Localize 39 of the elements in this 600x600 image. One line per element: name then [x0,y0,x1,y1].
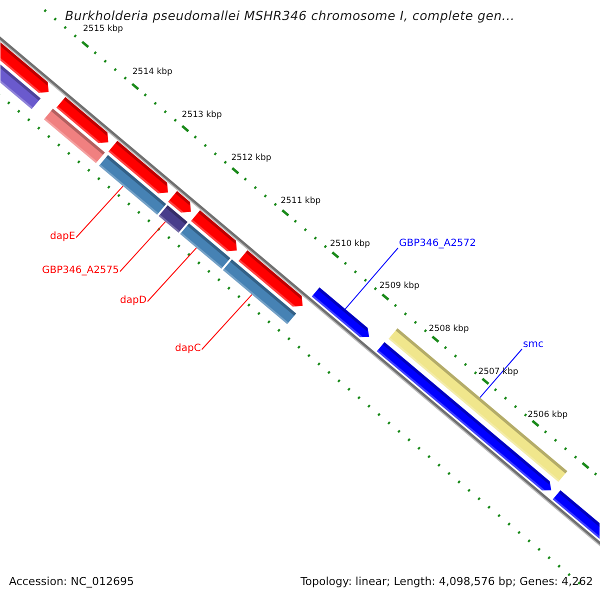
gene-feature [238,250,303,307]
tick-label: 2515 kbp [83,25,124,34]
tick-label: 2511 kbp [280,196,321,206]
gene-label: GBP346_A2575 [42,266,120,276]
tick-label: 2509 kbp [379,282,420,291]
gene-feature [312,287,370,338]
tick-label: 2510 kbp [330,240,370,248]
gene-label: dapC [175,344,201,354]
leader-line [201,294,252,350]
tick-label: 2512 kbp [231,154,272,162]
gene-bar [98,155,166,215]
leader-line [147,247,197,302]
gene-label: GBP346_A2572 [399,239,476,249]
tick-label: 2506 kbp [528,411,568,420]
tick-label: 2514 kbp [132,68,172,76]
gene-feature [108,140,168,194]
gene-feature [0,42,49,93]
gene-bar [180,223,230,269]
gene-bar [158,205,188,233]
gene-feature [376,342,552,490]
gene-label: dapD [120,296,147,306]
gene-label: dapE [50,232,76,242]
title: Burkholderia pseudomallei MSHR346 chromosome I, complete gen... [65,10,515,22]
tick-label: 2513 kbp [182,110,222,120]
gene-feature [552,490,600,539]
gene-label: smc [523,340,544,350]
gene-bar [222,259,296,324]
gene-feature [168,191,191,213]
tick-label: 2508 kbp [428,325,469,334]
leader-line [120,221,166,272]
gene-feature [56,96,108,144]
tick-label: 2507 kbp [478,368,518,377]
leader-line [479,348,522,398]
accession-text: Accession: NC_012695 [9,576,134,587]
gene-feature [191,210,237,252]
gene-bar [0,64,41,110]
genome-info-text: Topology: linear; Length: 4,098,576 bp; Genes: 4,262 [300,576,593,587]
leader-line [344,248,398,310]
gene-bar [44,108,105,164]
